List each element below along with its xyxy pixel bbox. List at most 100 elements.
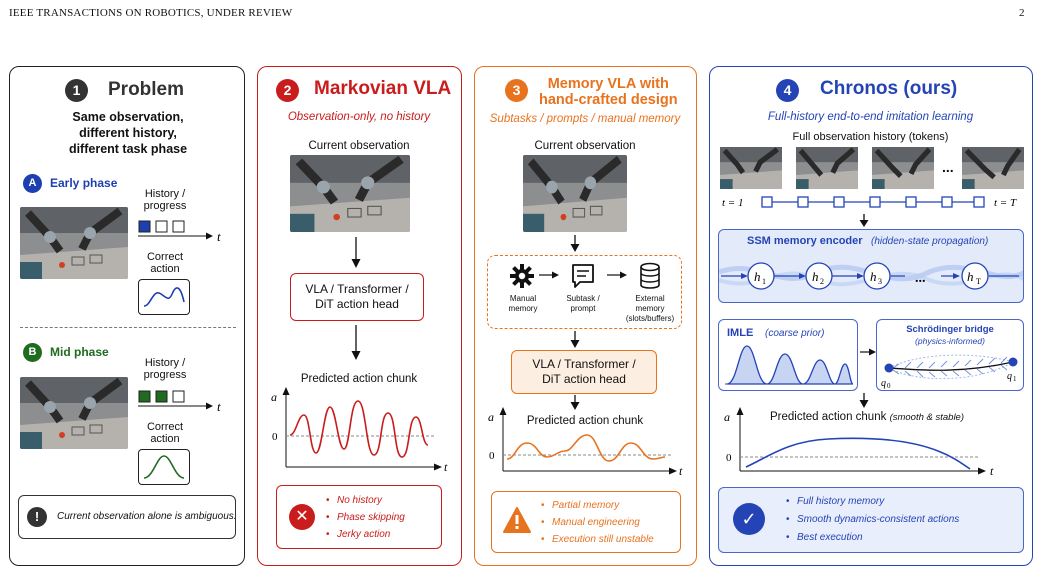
y-axis-label: a — [488, 410, 494, 424]
hidden-state-node — [961, 262, 989, 290]
token-square — [761, 196, 773, 208]
ambiguity-note: ! Current observation alone is ambiguous… — [18, 495, 237, 539]
panel-number-badge: 2 — [276, 79, 299, 102]
mid-phase-title: Mid phase — [50, 345, 109, 359]
hidden-state-node — [747, 262, 775, 290]
exclamation-icon: ! — [27, 507, 47, 527]
predicted-chunk-label: Predicted action chunk — [526, 415, 644, 427]
bridge-end-label: q — [1007, 371, 1012, 382]
robot-observation-image — [20, 377, 128, 449]
token-timeline: t = 1 t = T — [722, 196, 1017, 209]
issues-box: Partial memory Manual engineering Execut… — [491, 491, 681, 553]
gear-icon — [510, 264, 534, 288]
imle-box: IMLE (coarse prior) — [718, 319, 858, 391]
jerky-action-plot: a 0 t — [271, 387, 448, 472]
mid-action-curve — [138, 449, 190, 485]
hidden-state-label: h — [754, 269, 761, 284]
history-progress-label: History / progress — [143, 188, 187, 212]
y-axis-label: a — [271, 390, 277, 404]
progress-square — [172, 220, 185, 233]
current-observation-label: Current observation — [534, 140, 636, 152]
issue-item: Phase skipping — [326, 512, 405, 523]
progress-square — [138, 390, 151, 403]
history-frame-image — [962, 147, 1024, 189]
panel-subtitle: Full-history end-to-end imitation learni… — [767, 111, 974, 123]
problem-heading: Same observation, different history, dif… — [68, 110, 188, 156]
hidden-state-label: h — [967, 269, 974, 284]
panel-subtitle: Subtasks / prompts / manual memory — [489, 113, 681, 125]
panel-title: Markovian VLA — [314, 78, 452, 99]
svg-text:2: 2 — [820, 277, 824, 286]
journal-header: IEEE TRANSACTIONS ON ROBOTICS, UNDER REV… — [9, 7, 293, 19]
hidden-state-node — [863, 262, 891, 290]
ssm-encoder-note: (hidden-state propagation) — [871, 236, 989, 247]
panel-number-badge: 4 — [776, 79, 799, 102]
page-number: 2 — [1019, 7, 1025, 19]
ssm-encoder-box: SSM memory encoder (hidden-state propaga… — [718, 229, 1024, 303]
flow-arrow — [351, 325, 361, 360]
mid-phase-badge: B — [23, 343, 42, 362]
phase-divider — [20, 327, 236, 328]
token-square — [941, 196, 953, 208]
panel-memory-vla: 3 Memory VLA with hand-crafted design Su… — [474, 66, 697, 566]
multimodal-prior-plot — [725, 345, 853, 385]
flow-arrow — [570, 331, 580, 348]
svg-text:1: 1 — [762, 277, 766, 286]
current-observation-label: Current observation — [308, 140, 410, 152]
correct-action-label: Correct action — [146, 421, 184, 445]
bridge-note: (physics-informed) — [915, 336, 985, 346]
issue-item: Execution still unstable — [541, 534, 654, 545]
warning-icon — [503, 507, 531, 533]
issue-item: Jerky action — [326, 529, 390, 540]
module-label: Subtask /prompt — [566, 294, 600, 313]
timeline-end-label: t = T — [994, 197, 1017, 209]
correct-action-label: Correct action — [146, 251, 184, 275]
issue-item: No history — [326, 495, 382, 506]
database-icon — [640, 262, 660, 289]
history-progress-label: History / progress — [143, 357, 187, 381]
robot-observation-image — [20, 207, 128, 279]
y-axis-label: a — [724, 410, 730, 424]
flow-arrow — [570, 395, 580, 410]
hidden-state-label: h — [870, 269, 877, 284]
flow-arrow — [860, 348, 876, 356]
state-ellipsis: ... — [915, 271, 926, 286]
progress-square — [138, 220, 151, 233]
svg-text:3: 3 — [878, 277, 882, 286]
history-label: Full observation history (tokens) — [792, 131, 949, 143]
unstable-action-plot: a 0 t — [488, 407, 683, 477]
panel-subtitle: Observation-only, no history — [287, 111, 431, 123]
zero-label: 0 — [272, 431, 278, 443]
ssm-encoder-title: SSM memory encoder — [747, 235, 863, 247]
bridge-title: Schrödinger bridge — [906, 324, 994, 335]
panel-title: Problem — [108, 79, 185, 100]
token-square — [973, 196, 985, 208]
robot-observation-image — [523, 155, 627, 232]
model-box: VLA / Transformer /DiT action head — [511, 350, 657, 394]
x-axis-label: t — [990, 464, 994, 477]
mid-progress-bar: t — [138, 390, 221, 411]
time-axis-label: t — [217, 399, 221, 411]
panel-number-badge: 3 — [505, 79, 528, 102]
token-square — [869, 196, 881, 208]
issues-box: ✕ No history Phase skipping Jerky action — [276, 485, 442, 549]
flow-arrow — [351, 237, 361, 268]
flow-arrow — [859, 393, 869, 408]
robot-observation-image — [290, 155, 410, 232]
chunk-note: (smooth & stable) — [889, 412, 965, 423]
panel-number-badge: 1 — [65, 79, 88, 102]
panel-title: Chronos (ours) — [820, 78, 958, 99]
benefit-item: Smooth dynamics-consistent actions — [786, 514, 959, 525]
flow-arrow — [570, 235, 580, 252]
early-action-curve — [138, 279, 190, 315]
benefits-box: ✓ Full history memory Smooth dynamics-co… — [718, 487, 1024, 553]
token-square — [797, 196, 809, 208]
timeline-start-label: t = 1 — [722, 197, 743, 209]
history-frame-image — [720, 147, 782, 189]
benefit-item: Full history memory — [786, 496, 884, 507]
zero-label: 0 — [726, 452, 732, 464]
